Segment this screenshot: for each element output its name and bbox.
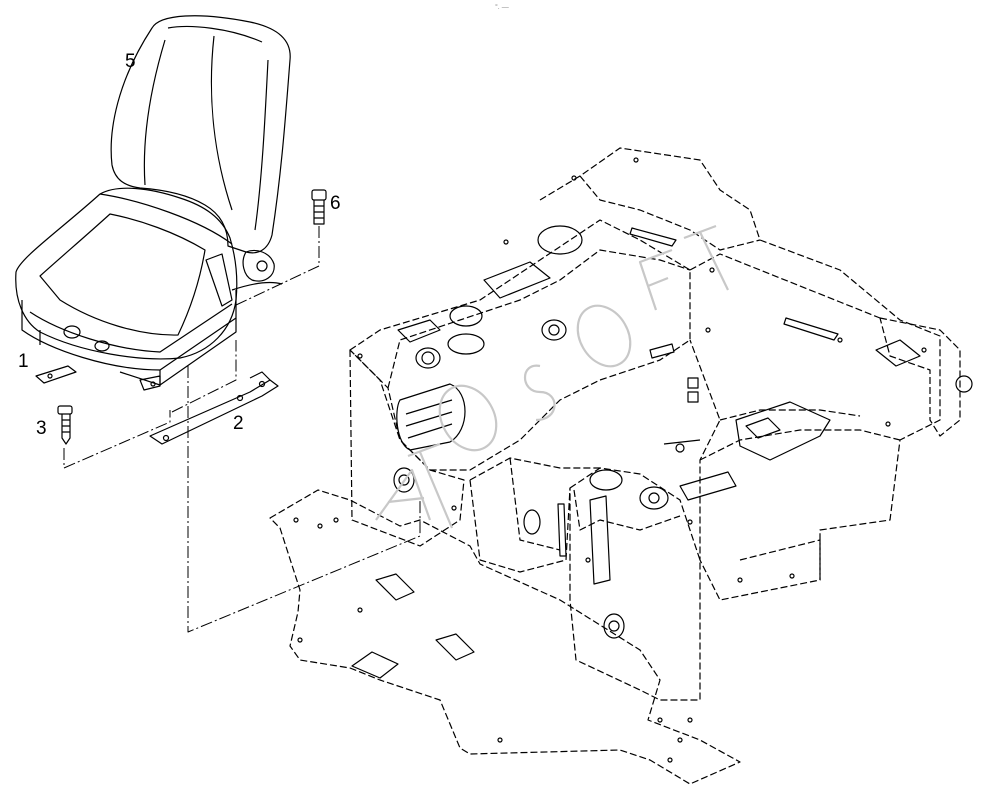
callout-part-6: 6: [330, 193, 341, 214]
callout-part-1: 1: [18, 351, 29, 372]
callout-part-5: 5: [125, 51, 136, 72]
callout-part-2: 2: [233, 413, 244, 434]
callout-part-3: 3: [36, 418, 47, 439]
top-mark: °. ―: [495, 4, 509, 11]
frame-details: [293, 157, 973, 763]
seat-assembly: [15, 15, 327, 445]
leader-lines: [63, 226, 421, 633]
watermark-logo: [375, 224, 729, 529]
cab-frame: [269, 147, 961, 785]
